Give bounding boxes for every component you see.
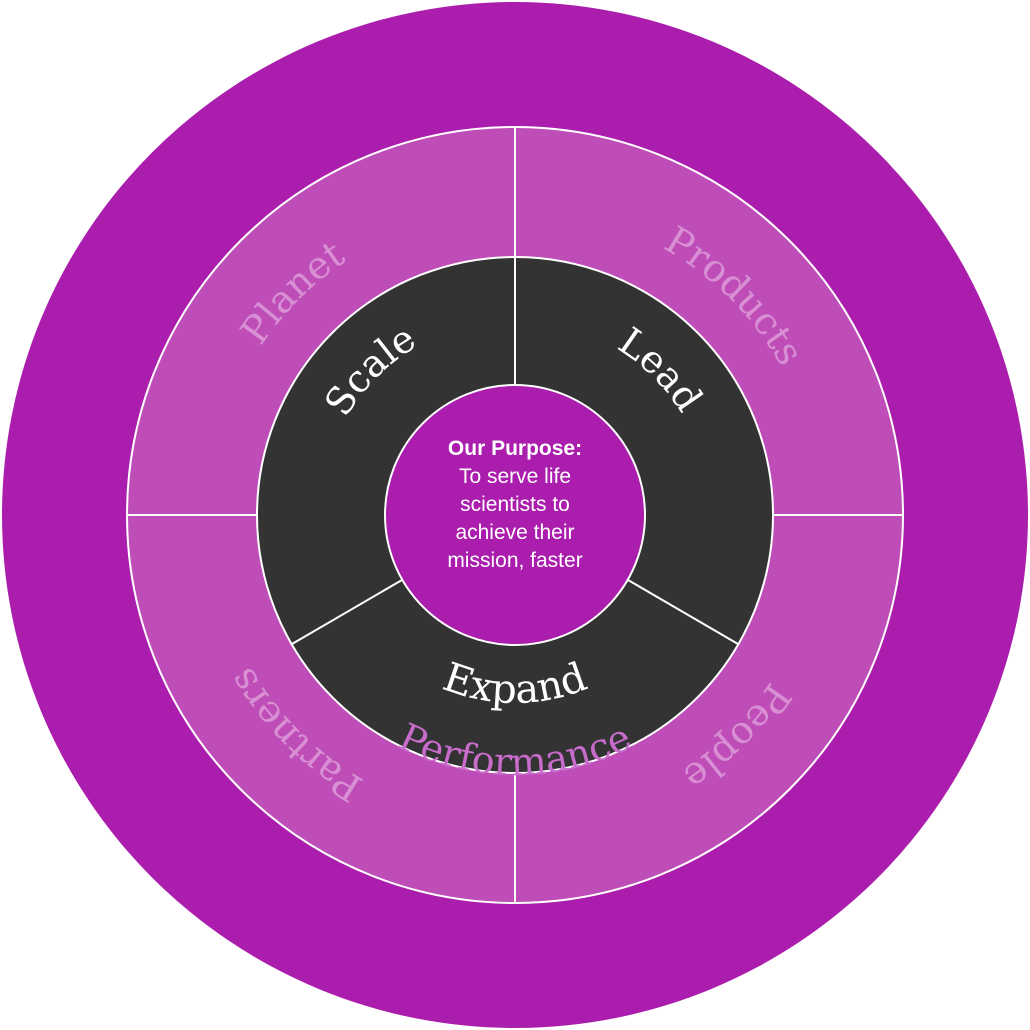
purpose-title: Our Purpose: (448, 437, 582, 460)
purpose-line-3: achieve their (455, 521, 574, 544)
purpose-line-4: mission, faster (447, 549, 582, 572)
purpose-line-2: scientists to (460, 493, 570, 516)
purpose-line-1: To serve life (459, 465, 571, 488)
inner-divider-right (627, 579, 739, 645)
center-circle (384, 384, 646, 646)
inner-divider-left (291, 579, 403, 645)
